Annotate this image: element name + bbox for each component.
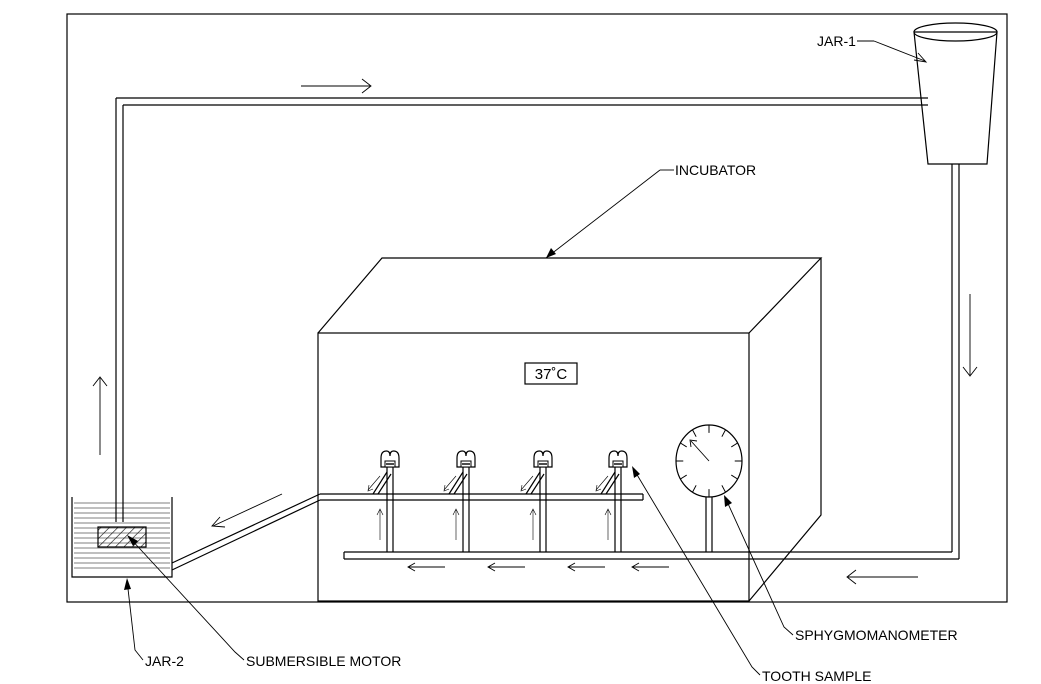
outflow-arrow (443, 475, 457, 491)
temperature-display: 37˚C (524, 362, 578, 385)
jar2-label: JAR-2 (145, 653, 184, 669)
tooth-crown (380, 450, 400, 468)
tooth-sample-assembly (595, 450, 628, 552)
incubator-box (317, 257, 823, 602)
outflow-arrow (595, 475, 609, 491)
tooth-crown (533, 450, 553, 468)
jar-1 (913, 22, 998, 165)
sphygmomanometer-label: SPHYGMOMANOMETER (795, 627, 958, 643)
tooth-crown (456, 450, 476, 468)
submersible-motor (97, 526, 147, 548)
incubator-label: INCUBATOR (675, 162, 756, 178)
jar-2 (71, 497, 173, 578)
flow-arrows (92, 78, 978, 585)
flow-arrow-diagonal (211, 493, 283, 528)
flow-arrow-down (962, 294, 978, 377)
leader-jar2 (124, 578, 144, 661)
tooth-crown (608, 450, 628, 468)
flow-arrow-up (92, 376, 108, 455)
leader-incubator (545, 169, 674, 259)
tooth-sample-assembly (367, 450, 400, 552)
flow-arrow-right (301, 78, 372, 94)
internal-flow-arrows (407, 562, 669, 572)
leader-submersible-motor (127, 535, 245, 661)
tooth-sample-group (367, 450, 628, 552)
jar1-label: JAR-1 (817, 33, 856, 49)
outflow-arrow (520, 475, 534, 491)
leader-sphygmomanometer (724, 495, 794, 636)
gauge-ticks (676, 425, 742, 497)
sphygmomanometer (675, 424, 743, 552)
tooth-sample-assembly (520, 450, 553, 552)
outflow-arrow (367, 475, 381, 491)
submersible-motor-label: SUBMERSIBLE MOTOR (246, 653, 401, 669)
circulation-pipe (115, 97, 960, 571)
leader-tooth-sample (632, 466, 761, 676)
flow-arrow-left (846, 569, 918, 585)
tooth-sample-assembly (443, 450, 476, 552)
outer-frame (66, 13, 1008, 603)
leader-jar1 (857, 40, 928, 63)
temperature-label: 37˚C (535, 366, 568, 383)
tooth-sample-label: TOOTH SAMPLE (762, 668, 871, 684)
